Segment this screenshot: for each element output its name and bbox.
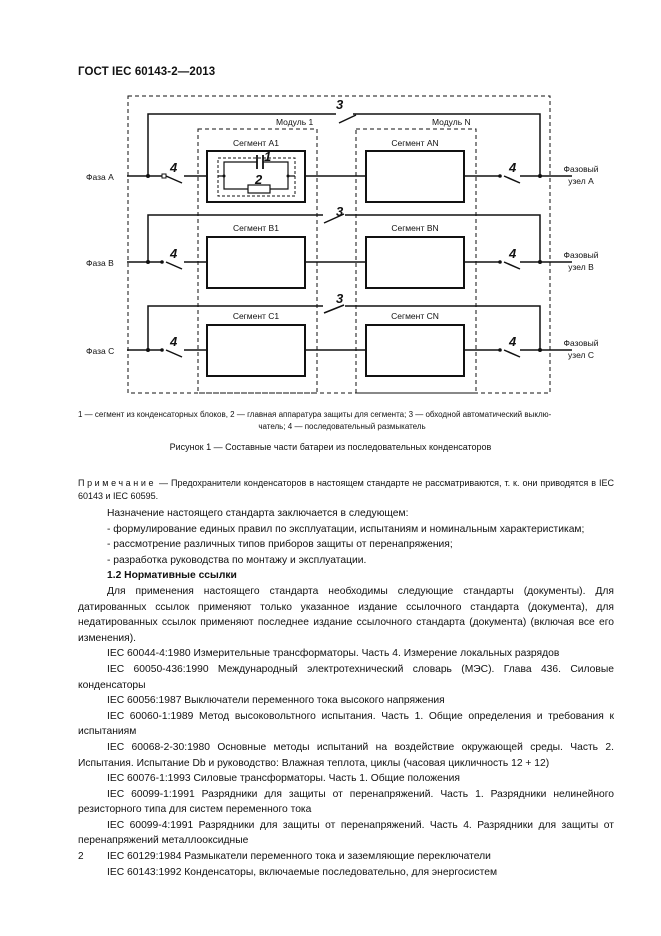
reference-item: IEC 60129:1984 Размыкатели переменного т… bbox=[107, 851, 491, 863]
segment-c1-label: Сегмент С1 bbox=[233, 311, 280, 321]
phase-b-label: Фаза В bbox=[86, 258, 114, 268]
module-n-label: Модуль N bbox=[432, 117, 471, 127]
legend-line-1: 1 — сегмент из конденсаторных блоков, 2 … bbox=[78, 410, 552, 419]
junction-dots bbox=[146, 174, 542, 352]
reference-item: IEC 60099-4:1991 Разрядники для защиты о… bbox=[78, 819, 614, 847]
callout-4-bn: 4 bbox=[508, 246, 517, 261]
callout-3-a: 3 bbox=[336, 97, 344, 112]
reference-item: IEC 60056:1987 Выключатели переменного т… bbox=[107, 695, 445, 707]
segment-bn-label: Сегмент ВN bbox=[391, 223, 438, 233]
segment-a1-label: Сегмент А1 bbox=[233, 138, 279, 148]
node-b-label-2: узел В bbox=[568, 262, 594, 272]
callout-4-c1: 4 bbox=[169, 334, 178, 349]
callout-4-a1: 4 bbox=[169, 160, 178, 175]
page-number: 2 bbox=[78, 851, 84, 862]
callout-3-b: 3 bbox=[336, 204, 344, 219]
phase-a-label: Фаза А bbox=[86, 172, 114, 182]
reference-item: IEC 60076-1:1993 Силовые трансформаторы.… bbox=[107, 773, 460, 785]
refs-intro-paragraph: Для применения настоящего стандарта необ… bbox=[78, 585, 614, 644]
callout-4-an: 4 bbox=[508, 160, 517, 175]
node-a-label-1: Фазовый bbox=[564, 164, 599, 174]
note: Примечание — Предохранители конденсаторо… bbox=[78, 477, 614, 502]
document-header: ГОСТ IEC 60143-2—2013 bbox=[78, 66, 216, 78]
reference-item: IEC 60099-1:1991 Разрядники для защиты о… bbox=[78, 788, 614, 816]
segment-an-label: Сегмент АN bbox=[391, 138, 438, 148]
segment-b1-label: Сегмент В1 bbox=[233, 223, 279, 233]
module-1-label: Модуль 1 bbox=[276, 117, 313, 127]
callout-3-c: 3 bbox=[336, 291, 344, 306]
bullet-item: - формулирование единых правил по эксплу… bbox=[107, 523, 585, 535]
legend-line-2: чатель; 4 — последовательный размыкатель bbox=[258, 421, 426, 431]
node-c-label-2: узел С bbox=[568, 350, 594, 360]
callout-2: 2 bbox=[254, 172, 263, 187]
module-1-box bbox=[197, 128, 318, 394]
node-a-label-2: узел А bbox=[568, 176, 594, 186]
bullet-item: - разработка руководства по монтажу и эк… bbox=[107, 554, 367, 566]
module-n-box bbox=[355, 128, 477, 394]
bullet-item: - рассмотрение различных типов приборов … bbox=[107, 539, 453, 551]
figure-legend: 1 — сегмент из конденсаторных блоков, 2 … bbox=[78, 409, 606, 432]
segment-cn-label: Сегмент СN bbox=[391, 311, 439, 321]
intro-paragraph: Назначение настоящего стандарта заключае… bbox=[107, 508, 409, 519]
segment-cn-box bbox=[365, 324, 465, 377]
segment-an-box bbox=[365, 150, 465, 203]
note-label: Примечание bbox=[78, 478, 157, 488]
node-b-label-1: Фазовый bbox=[564, 250, 599, 260]
callout-1: 1 bbox=[264, 149, 271, 164]
reference-item: IEC 60060-1:1989 Метод высоковольтного и… bbox=[78, 710, 614, 738]
callout-4-b1: 4 bbox=[169, 246, 178, 261]
phase-c-label: Фаза С bbox=[86, 346, 114, 356]
reference-item: IEC 60050-436:1990 Международный электро… bbox=[78, 663, 614, 691]
segment-a1-inner bbox=[217, 157, 296, 197]
section-heading: 1.2 Нормативные ссылки bbox=[107, 570, 237, 582]
figure-caption: Рисунок 1 — Составные части батареи из п… bbox=[169, 442, 492, 452]
segment-bn-box bbox=[365, 236, 465, 289]
reference-item: IEC 60044-4:1980 Измерительные трансформ… bbox=[107, 648, 560, 660]
body-text: Назначение настоящего стандарта заключае… bbox=[78, 506, 614, 880]
outer-frame bbox=[127, 95, 551, 394]
segment-b1-box bbox=[206, 236, 306, 289]
node-c-label-1: Фазовый bbox=[564, 338, 599, 348]
segment-c1-box bbox=[206, 324, 306, 377]
note-text: — Предохранители конденсаторов в настоящ… bbox=[78, 478, 614, 501]
reference-item: IEC 60068-2-30:1980 Основные методы испы… bbox=[78, 741, 614, 769]
callout-4-cn: 4 bbox=[508, 334, 517, 349]
reference-item: IEC 60143:1992 Конденсаторы, включаемые … bbox=[107, 866, 498, 878]
